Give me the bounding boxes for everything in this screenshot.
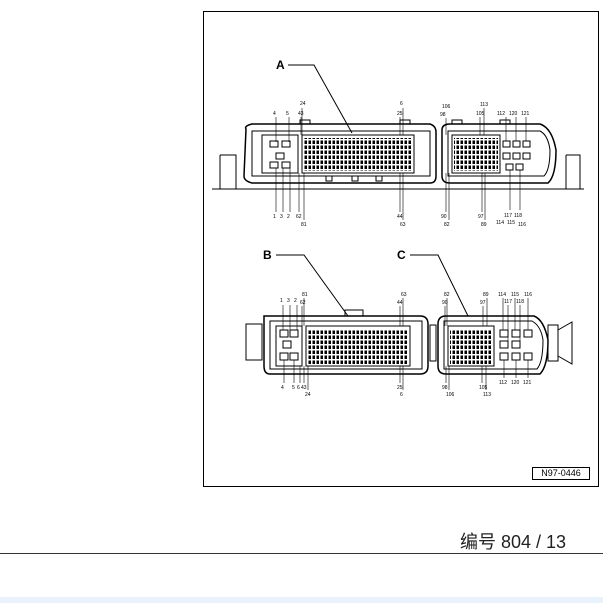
svg-text:89: 89 (483, 292, 489, 298)
pin-array (450, 329, 492, 364)
svg-text:105: 105 (476, 111, 485, 117)
label-b: B (263, 248, 272, 262)
connector-c (437, 315, 573, 375)
connector-a-pin-leaders (275, 108, 527, 220)
page-number: 编号 804 / 13 (460, 528, 566, 554)
svg-text:44: 44 (397, 300, 403, 306)
svg-text:113: 113 (483, 392, 491, 398)
svg-text:25: 25 (397, 111, 403, 117)
svg-text:5: 5 (286, 111, 289, 117)
svg-text:117: 117 (504, 299, 512, 305)
svg-text:90: 90 (441, 214, 447, 220)
svg-text:4: 4 (281, 385, 284, 391)
svg-text:24: 24 (300, 101, 306, 107)
pin-array (308, 329, 408, 364)
connector-b (245, 309, 437, 375)
svg-text:81: 81 (301, 222, 307, 228)
connector-a-pin-labels: 4 5 24 43 6 25 106 98 113 105 112 120 12… (273, 101, 530, 228)
connector-c-pin-leaders (444, 298, 529, 390)
svg-text:106: 106 (446, 392, 455, 398)
page-label: 编号 (460, 532, 496, 552)
svg-text:121: 121 (521, 111, 530, 117)
svg-text:105: 105 (479, 385, 488, 391)
svg-text:116: 116 (518, 222, 526, 228)
footer-divider (0, 553, 603, 554)
leader-line (276, 254, 349, 317)
label-a: A (276, 58, 285, 72)
svg-text:97: 97 (480, 300, 486, 306)
bottom-band (0, 597, 603, 603)
svg-text:62: 62 (300, 300, 306, 306)
svg-text:114: 114 (498, 292, 506, 298)
svg-text:6: 6 (297, 385, 300, 391)
svg-text:115: 115 (511, 292, 519, 298)
connector-b-pin-leaders (282, 298, 404, 390)
svg-text:63: 63 (401, 292, 407, 298)
leader-line (410, 254, 469, 317)
svg-text:97: 97 (478, 214, 484, 220)
svg-text:112: 112 (499, 380, 507, 386)
svg-text:6: 6 (400, 392, 403, 398)
svg-text:63: 63 (400, 222, 406, 228)
svg-text:120: 120 (509, 111, 518, 117)
svg-text:116: 116 (524, 292, 532, 298)
label-c: C (397, 248, 406, 262)
page-value: 804 / 13 (501, 532, 567, 552)
svg-text:90: 90 (442, 300, 448, 306)
svg-text:1: 1 (280, 298, 283, 304)
svg-text:62: 62 (296, 214, 302, 220)
svg-text:43: 43 (298, 111, 304, 117)
svg-text:43: 43 (301, 385, 307, 391)
svg-text:113: 113 (480, 102, 488, 108)
svg-text:44: 44 (397, 214, 403, 220)
diagram-frame (203, 11, 599, 487)
svg-text:24: 24 (305, 392, 311, 398)
figure-code: N97-0446 (532, 467, 590, 480)
svg-text:25: 25 (397, 385, 403, 391)
svg-text:106: 106 (442, 104, 451, 110)
svg-text:3: 3 (287, 298, 290, 304)
connector-b-pin-labels: 1 3 2 81 62 63 44 4 5 6 43 24 25 6 (280, 292, 407, 398)
svg-text:118: 118 (516, 299, 524, 305)
svg-text:4: 4 (273, 111, 276, 117)
svg-text:6: 6 (400, 101, 403, 107)
svg-text:98: 98 (440, 112, 446, 118)
svg-text:82: 82 (444, 292, 450, 298)
svg-text:2: 2 (294, 298, 297, 304)
svg-text:82: 82 (444, 222, 450, 228)
svg-text:81: 81 (302, 292, 308, 298)
connector-c-pin-labels: 82 90 89 97 114 115 116 117 118 98 106 1… (442, 292, 532, 398)
svg-text:89: 89 (481, 222, 487, 228)
leader-line (288, 64, 353, 134)
svg-text:115: 115 (507, 220, 515, 226)
svg-text:117: 117 (504, 213, 512, 219)
svg-text:98: 98 (442, 385, 448, 391)
svg-text:5: 5 (292, 385, 295, 391)
svg-text:1: 1 (273, 214, 276, 220)
pin-array (454, 138, 498, 171)
svg-text:112: 112 (497, 111, 505, 117)
svg-text:2: 2 (287, 214, 290, 220)
connector-a (212, 119, 584, 190)
svg-text:118: 118 (514, 213, 522, 219)
svg-text:3: 3 (280, 214, 283, 220)
svg-text:120: 120 (511, 380, 520, 386)
svg-text:121: 121 (523, 380, 532, 386)
svg-text:114: 114 (496, 220, 504, 226)
pin-array (304, 138, 412, 171)
